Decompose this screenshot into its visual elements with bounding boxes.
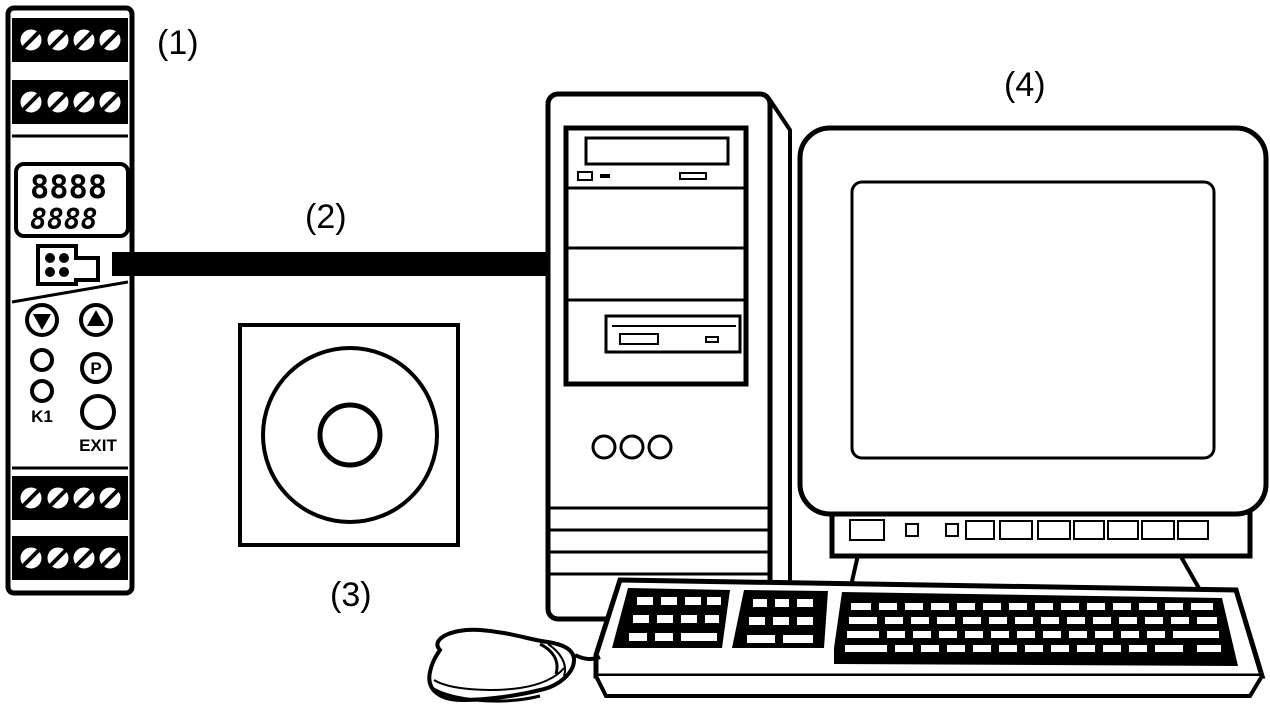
terminal-block-bottom-1 — [12, 476, 128, 520]
din-rail-device: 8888 8888 P K1 EXIT — [8, 8, 132, 593]
interface-cable — [112, 252, 552, 276]
label-device: (1) — [157, 24, 199, 62]
status-led-k1 — [32, 381, 52, 401]
software-cd — [240, 325, 458, 545]
k1-label: K1 — [31, 407, 53, 426]
display-top-digits: 8888 — [30, 168, 107, 206]
p-button-label: P — [90, 359, 101, 378]
tower-button-3 — [649, 436, 671, 458]
p-button[interactable]: P — [82, 354, 110, 382]
label-cd: (3) — [330, 576, 372, 614]
keyboard — [596, 580, 1262, 696]
tower-button-2 — [621, 436, 643, 458]
monitor-screen — [852, 182, 1214, 458]
monitor — [800, 128, 1266, 590]
label-pc: (4) — [1004, 66, 1046, 104]
pc-tower — [548, 94, 790, 619]
exit-label: EXIT — [79, 436, 117, 455]
down-button[interactable] — [27, 305, 57, 335]
terminal-block-top-1 — [12, 18, 128, 62]
tower-button-1 — [593, 436, 615, 458]
mouse — [429, 630, 600, 701]
label-cable: (2) — [305, 198, 347, 236]
terminal-block-bottom-2 — [12, 536, 128, 580]
device-display: 8888 8888 — [16, 164, 128, 236]
exit-button[interactable] — [82, 396, 114, 428]
status-led-1 — [32, 350, 52, 370]
terminal-block-top-2 — [12, 80, 128, 124]
up-button[interactable] — [81, 305, 111, 335]
display-bottom-digits: 8888 — [30, 203, 97, 236]
